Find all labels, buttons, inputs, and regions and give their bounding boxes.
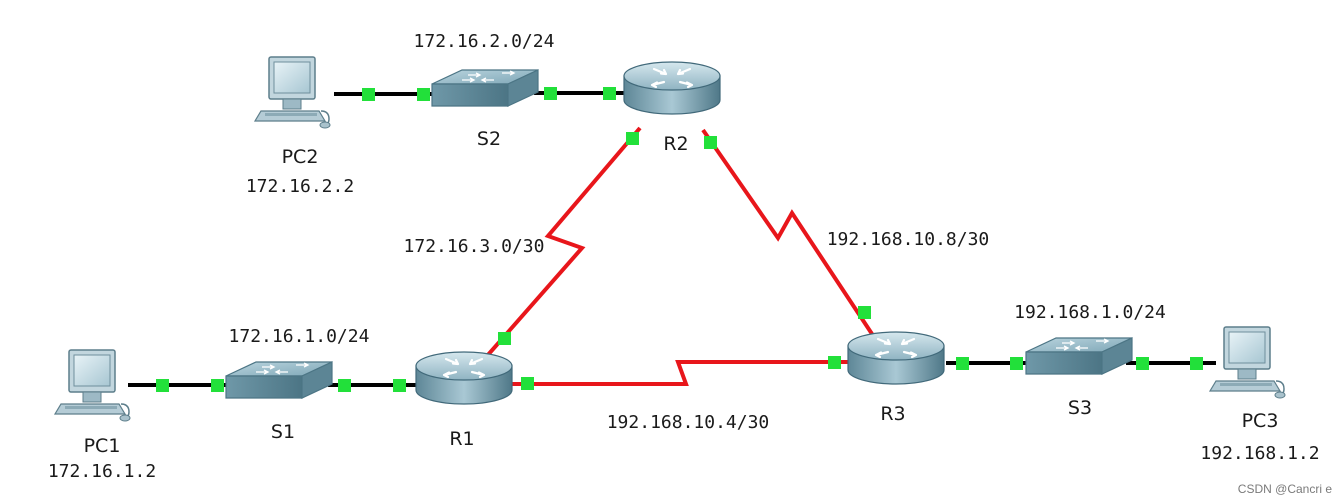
r3-label: R3 <box>880 403 905 425</box>
s1-switch-icon[interactable] <box>225 361 333 399</box>
r2-label: R2 <box>663 133 688 155</box>
serial-link-r2-r3 <box>701 128 878 342</box>
s3-switch-icon[interactable] <box>1025 337 1133 375</box>
s2-label: S2 <box>477 128 501 150</box>
serial-link-r1-r2 <box>485 126 642 358</box>
port-dot <box>1136 357 1149 370</box>
port-dot <box>828 356 841 369</box>
port-dot <box>156 379 169 392</box>
port-dot <box>704 136 717 149</box>
pc2-ip: 172.16.2.2 <box>246 176 354 197</box>
port-dot <box>544 87 557 100</box>
port-dot <box>1010 357 1023 370</box>
port-dot <box>1190 357 1203 370</box>
pc3-icon[interactable] <box>1209 326 1286 399</box>
port-dot <box>603 87 616 100</box>
network-label-r1-r3: 192.168.10.4/30 <box>607 412 770 433</box>
s1-label: S1 <box>271 421 295 443</box>
port-dot <box>626 132 639 145</box>
r1-label: R1 <box>449 428 474 450</box>
network-label-lan1: 172.16.1.0/24 <box>229 326 370 347</box>
r1-router-icon[interactable] <box>414 350 514 406</box>
port-indicators <box>156 87 1203 392</box>
port-dot <box>858 306 871 319</box>
network-label-lan3: 192.168.1.0/24 <box>1014 302 1166 323</box>
port-dot <box>362 88 375 101</box>
serial-link-r1-r3 <box>508 360 850 386</box>
pc1-ip: 172.16.1.2 <box>48 461 156 482</box>
port-dot <box>393 379 406 392</box>
network-label-lan2: 172.16.2.0/24 <box>414 31 555 52</box>
r2-router-icon[interactable] <box>622 60 722 116</box>
network-label-r1-r2: 172.16.3.0/30 <box>404 236 545 257</box>
s2-switch-icon[interactable] <box>431 69 539 107</box>
port-dot <box>417 88 430 101</box>
port-dot <box>956 357 969 370</box>
pc3-ip: 192.168.1.2 <box>1200 443 1319 464</box>
port-dot <box>521 377 534 390</box>
port-dot <box>211 379 224 392</box>
s3-label: S3 <box>1068 397 1092 419</box>
watermark: CSDN @Cancri e <box>1238 482 1333 496</box>
network-label-r2-r3: 192.168.10.8/30 <box>827 229 990 250</box>
pc3-label: PC3 <box>1242 410 1279 432</box>
pc2-icon[interactable] <box>254 56 331 129</box>
pc2-label: PC2 <box>282 146 319 168</box>
r3-router-icon[interactable] <box>846 330 946 386</box>
port-dot <box>338 379 351 392</box>
pc1-icon[interactable] <box>54 349 131 422</box>
port-dot <box>498 332 511 345</box>
pc1-label: PC1 <box>84 435 121 457</box>
